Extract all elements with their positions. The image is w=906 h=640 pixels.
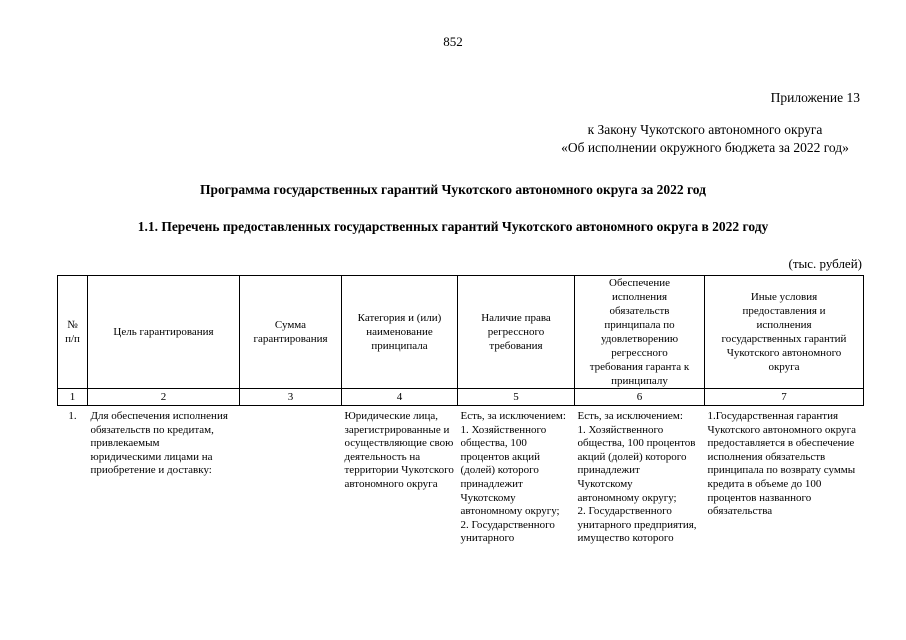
column-number: 7 [704,388,864,406]
cell-num: 1. [68,410,77,422]
header-other-conditions: Иные условия предоставления и исполнения… [704,275,864,389]
cell-sum [240,406,342,546]
column-number: 3 [239,388,342,406]
header-number: № п/п [57,275,88,389]
column-number: 5 [457,388,575,406]
column-number: 6 [574,388,705,406]
header-regress-right: Наличие права регрессного требования [457,275,575,389]
appendix-label: Приложение 13 [770,90,860,105]
section-title: 1.1. Перечень предоставленных государств… [137,219,769,234]
cell-security: Есть, за исключением: 1. Хозяйственного … [577,410,697,545]
document-title: Программа государственных гарантий Чукот… [199,182,706,197]
column-number: 2 [87,388,240,406]
cell-principal-category: Юридические лица, зарегистрированные и о… [344,410,454,490]
table-header-row: № п/п Цель гарантирования Сумма гарантир… [57,275,864,389]
cell-goal: Для обеспечения исполнения обязательств … [90,410,228,477]
page-number: 852 [443,34,463,49]
units-label: (тыс. рублей) [788,256,862,271]
law-reference-line1: к Закону Чукотского автономного округа [587,122,823,137]
cell-other-conditions: 1.Государственная гарантия Чукотского ав… [707,410,856,518]
law-reference-line2: «Об исполнении окружного бюджета за 2022… [561,140,849,155]
table-row: 1. Для обеспечения исполнения обязательс… [58,406,864,546]
cell-regress-right: Есть, за исключением: 1. Хозяйственного … [460,410,566,545]
header-sum: Сумма гарантирования [239,275,342,389]
header-goal: Цель гарантирования [87,275,240,389]
column-number-row: 1 2 3 4 5 6 7 [57,388,864,406]
header-principal-category: Категория и (или) наименование принципал… [341,275,458,389]
column-number: 1 [57,388,88,406]
law-reference: к Закону Чукотского автономного округа «… [530,121,880,157]
guarantees-table: № п/п Цель гарантирования Сумма гарантир… [57,275,864,546]
header-security: Обеспечение исполнения обязательств прин… [574,275,705,389]
column-number: 4 [341,388,458,406]
